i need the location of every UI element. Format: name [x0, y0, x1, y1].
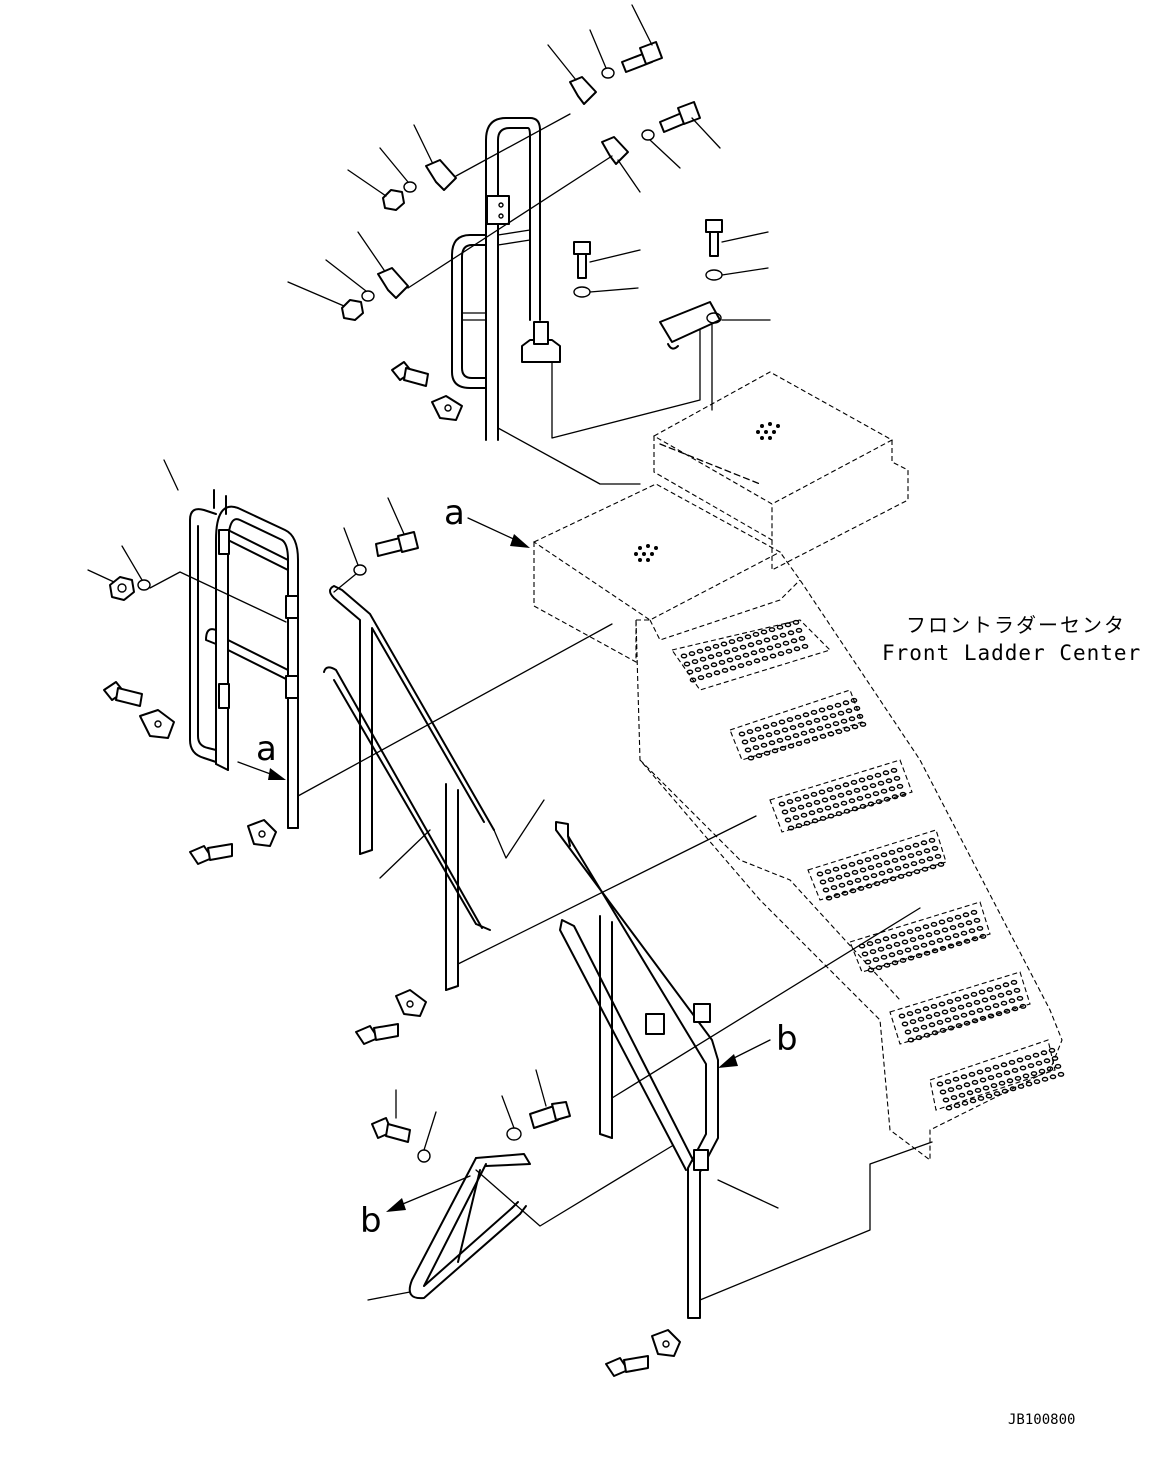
label-b-upper: b	[776, 1019, 798, 1059]
left-handrail	[87, 459, 613, 865]
clamp-upper-left	[347, 113, 571, 211]
bolt-top-2	[601, 101, 721, 193]
upper-step-box	[652, 371, 909, 571]
bolt-top-1	[547, 4, 663, 105]
stair-assembly	[635, 551, 1065, 1162]
drawing-code: JB100800	[1008, 1412, 1075, 1428]
label-b-lower: b	[360, 1201, 382, 1241]
tread-perforations	[680, 619, 1065, 1111]
reference-arrow-a-lower: a	[237, 729, 286, 780]
reference-arrow-b-lower: b	[360, 1175, 471, 1241]
label-a-lower: a	[256, 729, 277, 769]
bottom-brace	[367, 1069, 673, 1301]
title-english: Front Ladder Center	[882, 641, 1141, 665]
title-japanese: フロントラダーセンタ	[906, 613, 1126, 637]
clamp-lower-left	[287, 155, 613, 321]
middle-handrail	[323, 497, 757, 1045]
lower-step-platform	[532, 483, 782, 663]
label-a-upper: a	[444, 493, 465, 533]
right-handrail	[555, 821, 933, 1377]
stair-treads	[671, 619, 1056, 1111]
reference-arrow-a-upper: a	[444, 493, 530, 548]
upper-handrail-assembly	[287, 4, 721, 485]
upper-right-fasteners	[573, 219, 771, 411]
reference-arrow-b-upper: b	[718, 1019, 798, 1068]
flange-bolt-upper	[391, 361, 463, 421]
